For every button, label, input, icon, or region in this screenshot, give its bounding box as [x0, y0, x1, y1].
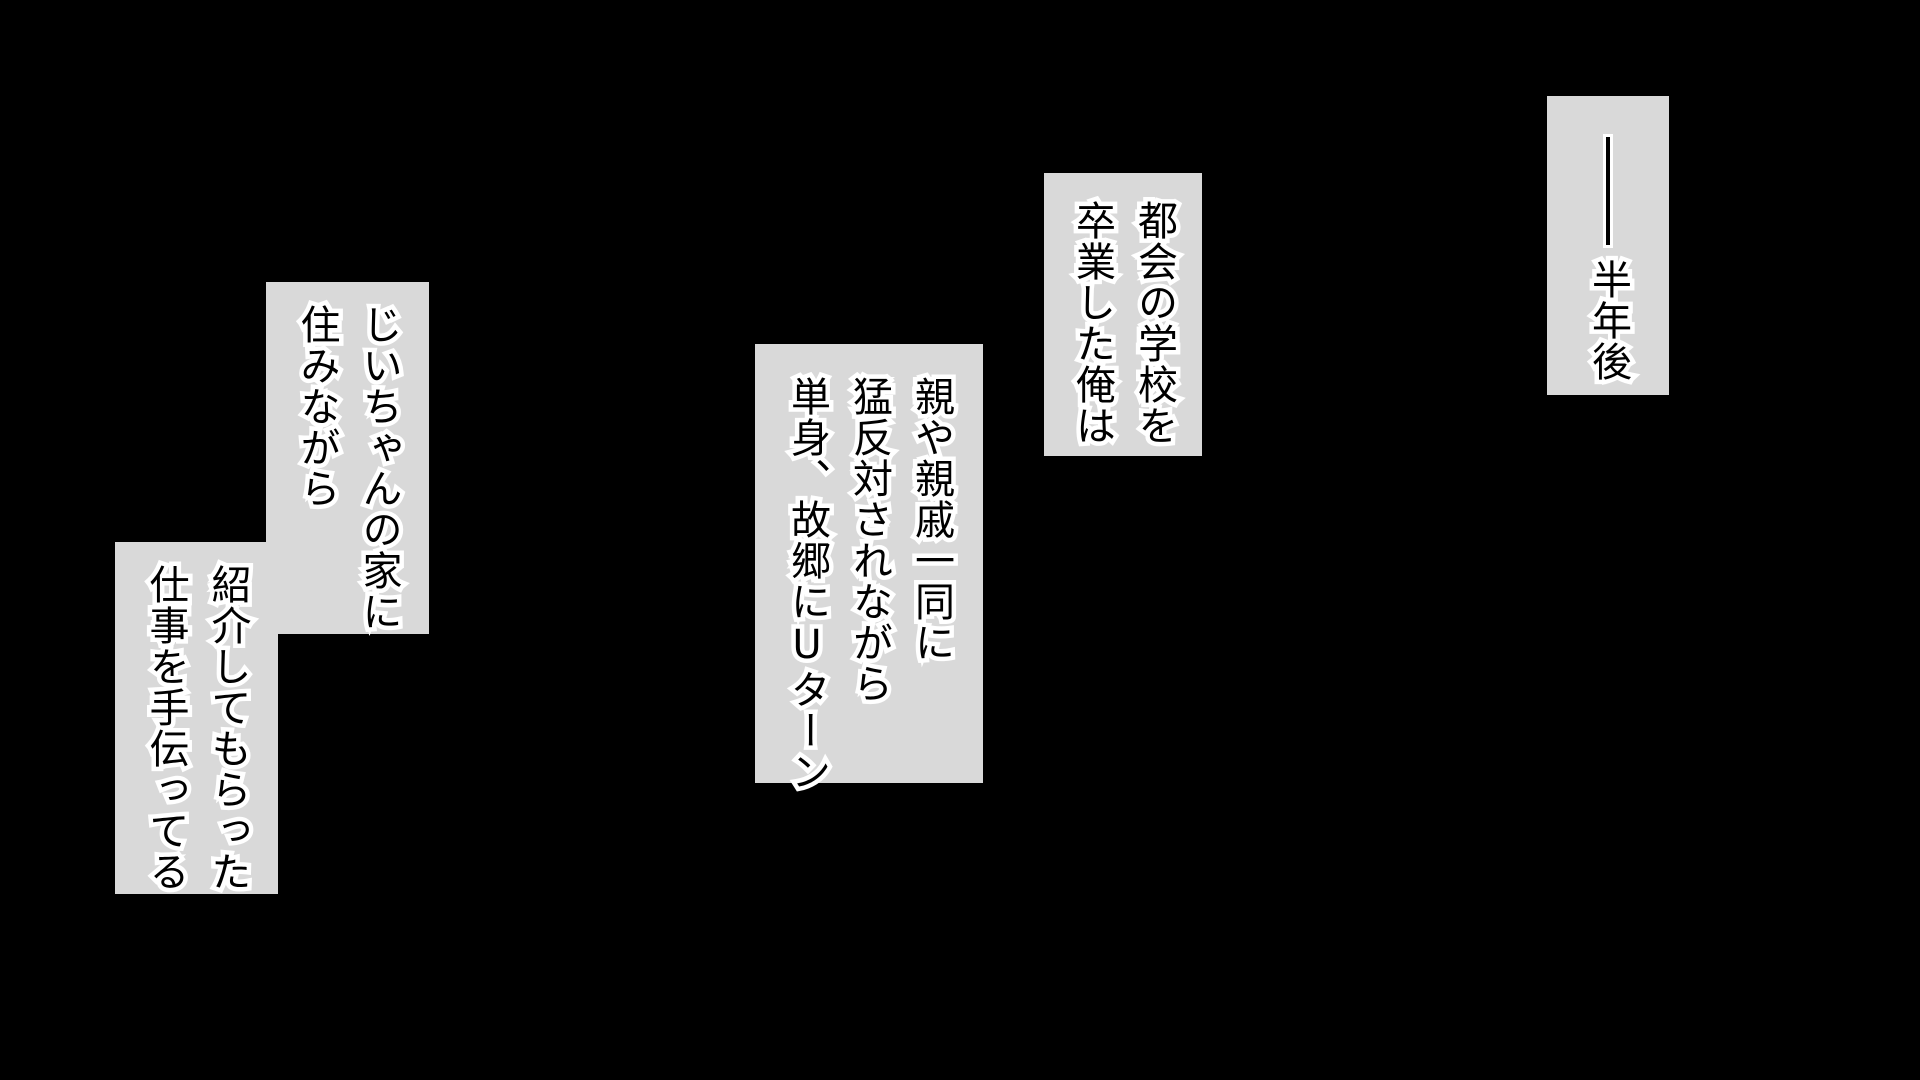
- caption-3-line-1: 親や親戚一同に: [904, 372, 959, 668]
- caption-4-line-2: 住みながら: [289, 300, 344, 514]
- caption-3-line-2: 猛反対されながら: [842, 372, 897, 709]
- caption-5-line-2: 仕事を手伝ってる: [138, 560, 193, 897]
- caption-1-line-1: 半年後: [1581, 254, 1636, 386]
- caption-5-line-1: 紹介してもらった: [200, 560, 255, 897]
- em-dash-line: [1606, 136, 1610, 245]
- caption-box-job: 紹介してもらった 仕事を手伝ってる: [115, 542, 278, 897]
- caption-3-line-3: 単身、故郷にUターン: [780, 372, 835, 797]
- caption-box-grandpa-house: じいちゃんの家に 住みながら: [266, 282, 429, 637]
- caption-2-line-1: 都会の学校を: [1127, 196, 1182, 451]
- caption-box-u-turn: 親や親戚一同に 猛反対されながら 単身、故郷にUターン: [755, 344, 983, 797]
- caption-box-half-year-later: 半年後: [1547, 96, 1669, 395]
- caption-box-graduated: 都会の学校を 卒業した俺は: [1044, 173, 1202, 456]
- caption-2-line-2: 卒業した俺は: [1065, 196, 1120, 451]
- caption-4-line-1: じいちゃんの家に: [351, 300, 406, 637]
